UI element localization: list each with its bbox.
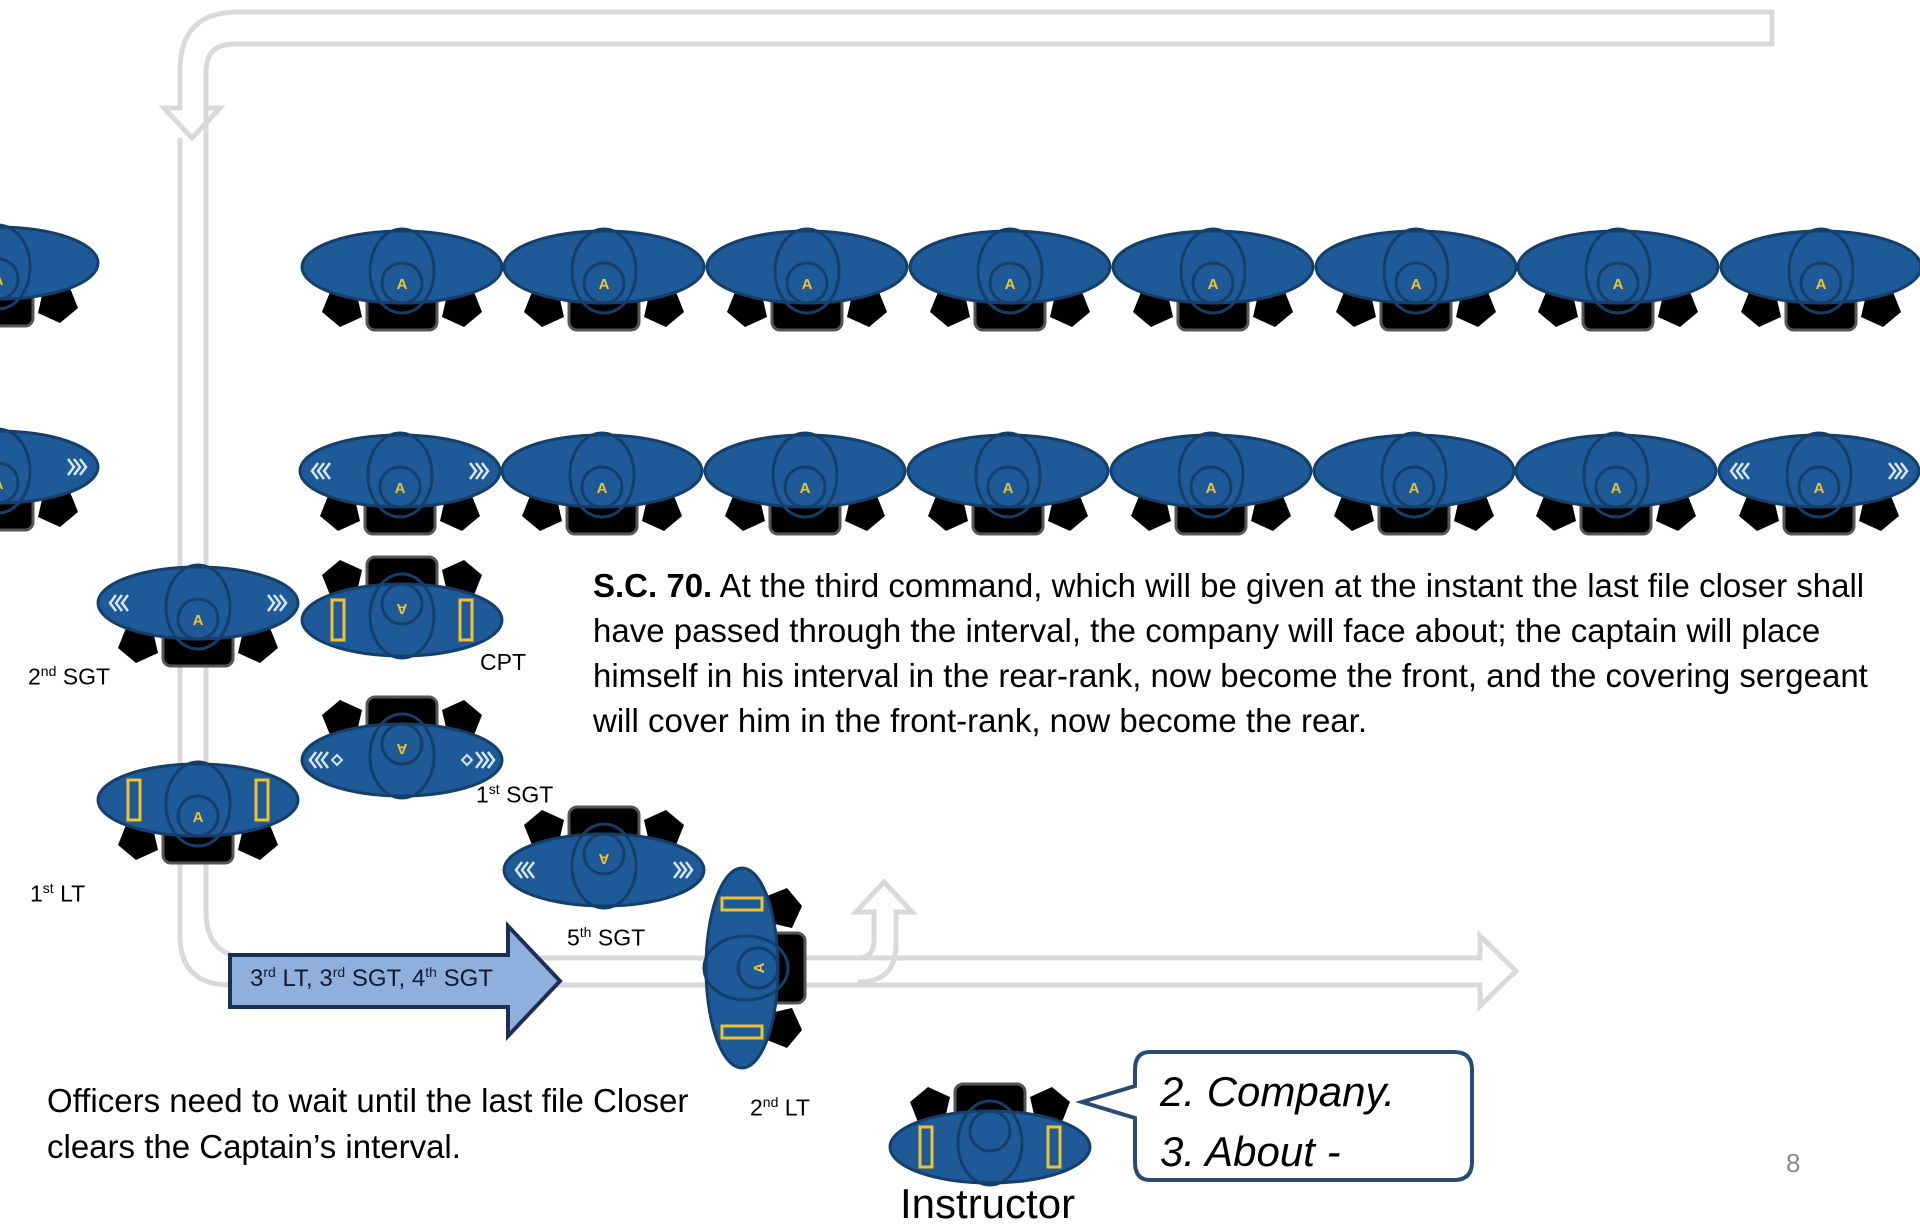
svg-text:A: A [193, 809, 204, 826]
svg-text:A: A [597, 480, 608, 497]
label-second-lieutenant: 2nd LT [750, 1094, 810, 1121]
svg-text:A: A [802, 276, 813, 293]
soldier-icon: A [300, 227, 504, 332]
svg-text:A: A [395, 480, 406, 497]
soldier-icon: A [0, 427, 100, 532]
soldier-icon: A [1312, 431, 1516, 536]
soldier-icon: A [1111, 227, 1315, 332]
soldier-icon: A [1717, 431, 1920, 536]
svg-text:A: A [1611, 480, 1622, 497]
svg-text:A: A [1613, 276, 1624, 293]
svg-text:A: A [1814, 480, 1825, 497]
svg-text:A: A [1409, 480, 1420, 497]
svg-text:A: A [396, 740, 407, 757]
svg-text:A: A [599, 276, 610, 293]
label-captain: CPT [480, 649, 526, 675]
movement-track [158, 9, 1775, 1012]
svg-text:A: A [1816, 276, 1827, 293]
svg-text:A: A [1003, 480, 1014, 497]
fifth-sergeant-icon: A [502, 805, 706, 910]
label-fifth-sergeant: 5th SGT [567, 924, 646, 951]
movers-arrow-label: 3rd LT, 3rd SGT, 4th SGT [250, 964, 493, 992]
soldier-icon: A [0, 223, 100, 328]
officer-note: Officers need to wait until the last fil… [47, 1082, 689, 1165]
svg-text:A: A [598, 850, 609, 867]
svg-text:A: A [1005, 276, 1016, 293]
first-lieutenant-icon: A [96, 760, 300, 865]
instruction-paragraph: S.C. 70. At the third command, which wil… [593, 563, 1883, 743]
svg-text:A: A [1208, 276, 1219, 293]
svg-text:A: A [193, 612, 204, 629]
soldier-icon: A [906, 431, 1110, 536]
soldier-icon: A [1719, 227, 1920, 332]
soldier-icon: A [705, 227, 909, 332]
paragraph-text: At the third command, which will be give… [593, 567, 1868, 739]
soldier-icon: A [1514, 431, 1718, 536]
soldier-icon: A [703, 431, 907, 536]
soldier-icon: A [500, 431, 704, 536]
callout-line-2: 3. About - [1160, 1128, 1341, 1175]
svg-text:A: A [1206, 480, 1217, 497]
instructor-label: Instructor [900, 1180, 1076, 1227]
soldier-icon: A [298, 431, 502, 536]
svg-text:A: A [751, 962, 768, 973]
second-lieutenant-icon: A [702, 866, 807, 1070]
label-second-sergeant: 2nd SGT [28, 663, 111, 690]
paragraph-reference: S.C. 70. [593, 567, 713, 604]
label-first-lieutenant: 1st LT [30, 880, 86, 907]
callout-line-1: 2. Company. [1160, 1068, 1395, 1115]
movers-arrow [228, 920, 563, 1042]
svg-text:A: A [1411, 276, 1422, 293]
svg-text:A: A [397, 276, 408, 293]
svg-text:A: A [396, 600, 407, 617]
second-sergeant-icon: A [96, 563, 300, 668]
svg-text:A: A [800, 480, 811, 497]
captain-icon: A [300, 555, 504, 660]
soldier-icon: A [1516, 227, 1720, 332]
callout-text: 2. Company. 3. About - [1160, 1062, 1395, 1182]
callout-bubble [1075, 1050, 1474, 1182]
page-number: 8 [1786, 1148, 1801, 1178]
soldier-icon: A [1109, 431, 1313, 536]
svg-text:A: A [0, 272, 4, 289]
svg-text:A: A [0, 476, 4, 493]
label-first-sergeant: 1st SGT [476, 781, 554, 808]
soldier-icon: A [502, 227, 706, 332]
soldier-icon: A [908, 227, 1112, 332]
soldier-icon: A [1314, 227, 1518, 332]
first-sergeant-icon: A [300, 695, 504, 800]
instructor-icon [888, 1082, 1092, 1187]
